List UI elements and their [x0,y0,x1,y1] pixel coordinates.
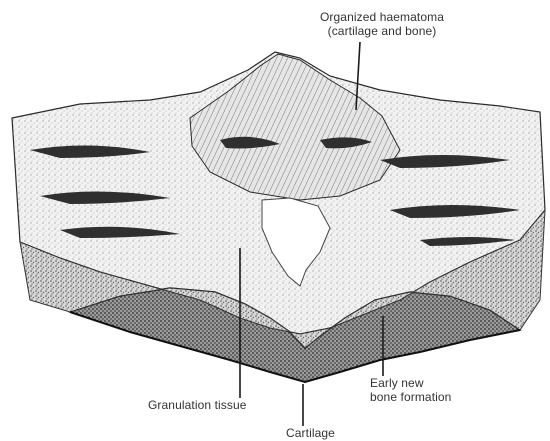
label-early-line1: Early new [370,376,451,390]
label-granulation-tissue: Granulation tissue [148,398,247,412]
label-early-line2: bone formation [370,390,451,404]
label-organized-line2: (cartilage and bone) [320,24,444,38]
label-cartilage: Cartilage [286,426,335,440]
label-organized-line1: Organized haematoma [320,10,444,24]
haematoma-dome [190,54,400,200]
label-organized-haematoma: Organized haematoma (cartilage and bone) [320,10,444,38]
label-early-new-bone: Early new bone formation [370,376,451,404]
